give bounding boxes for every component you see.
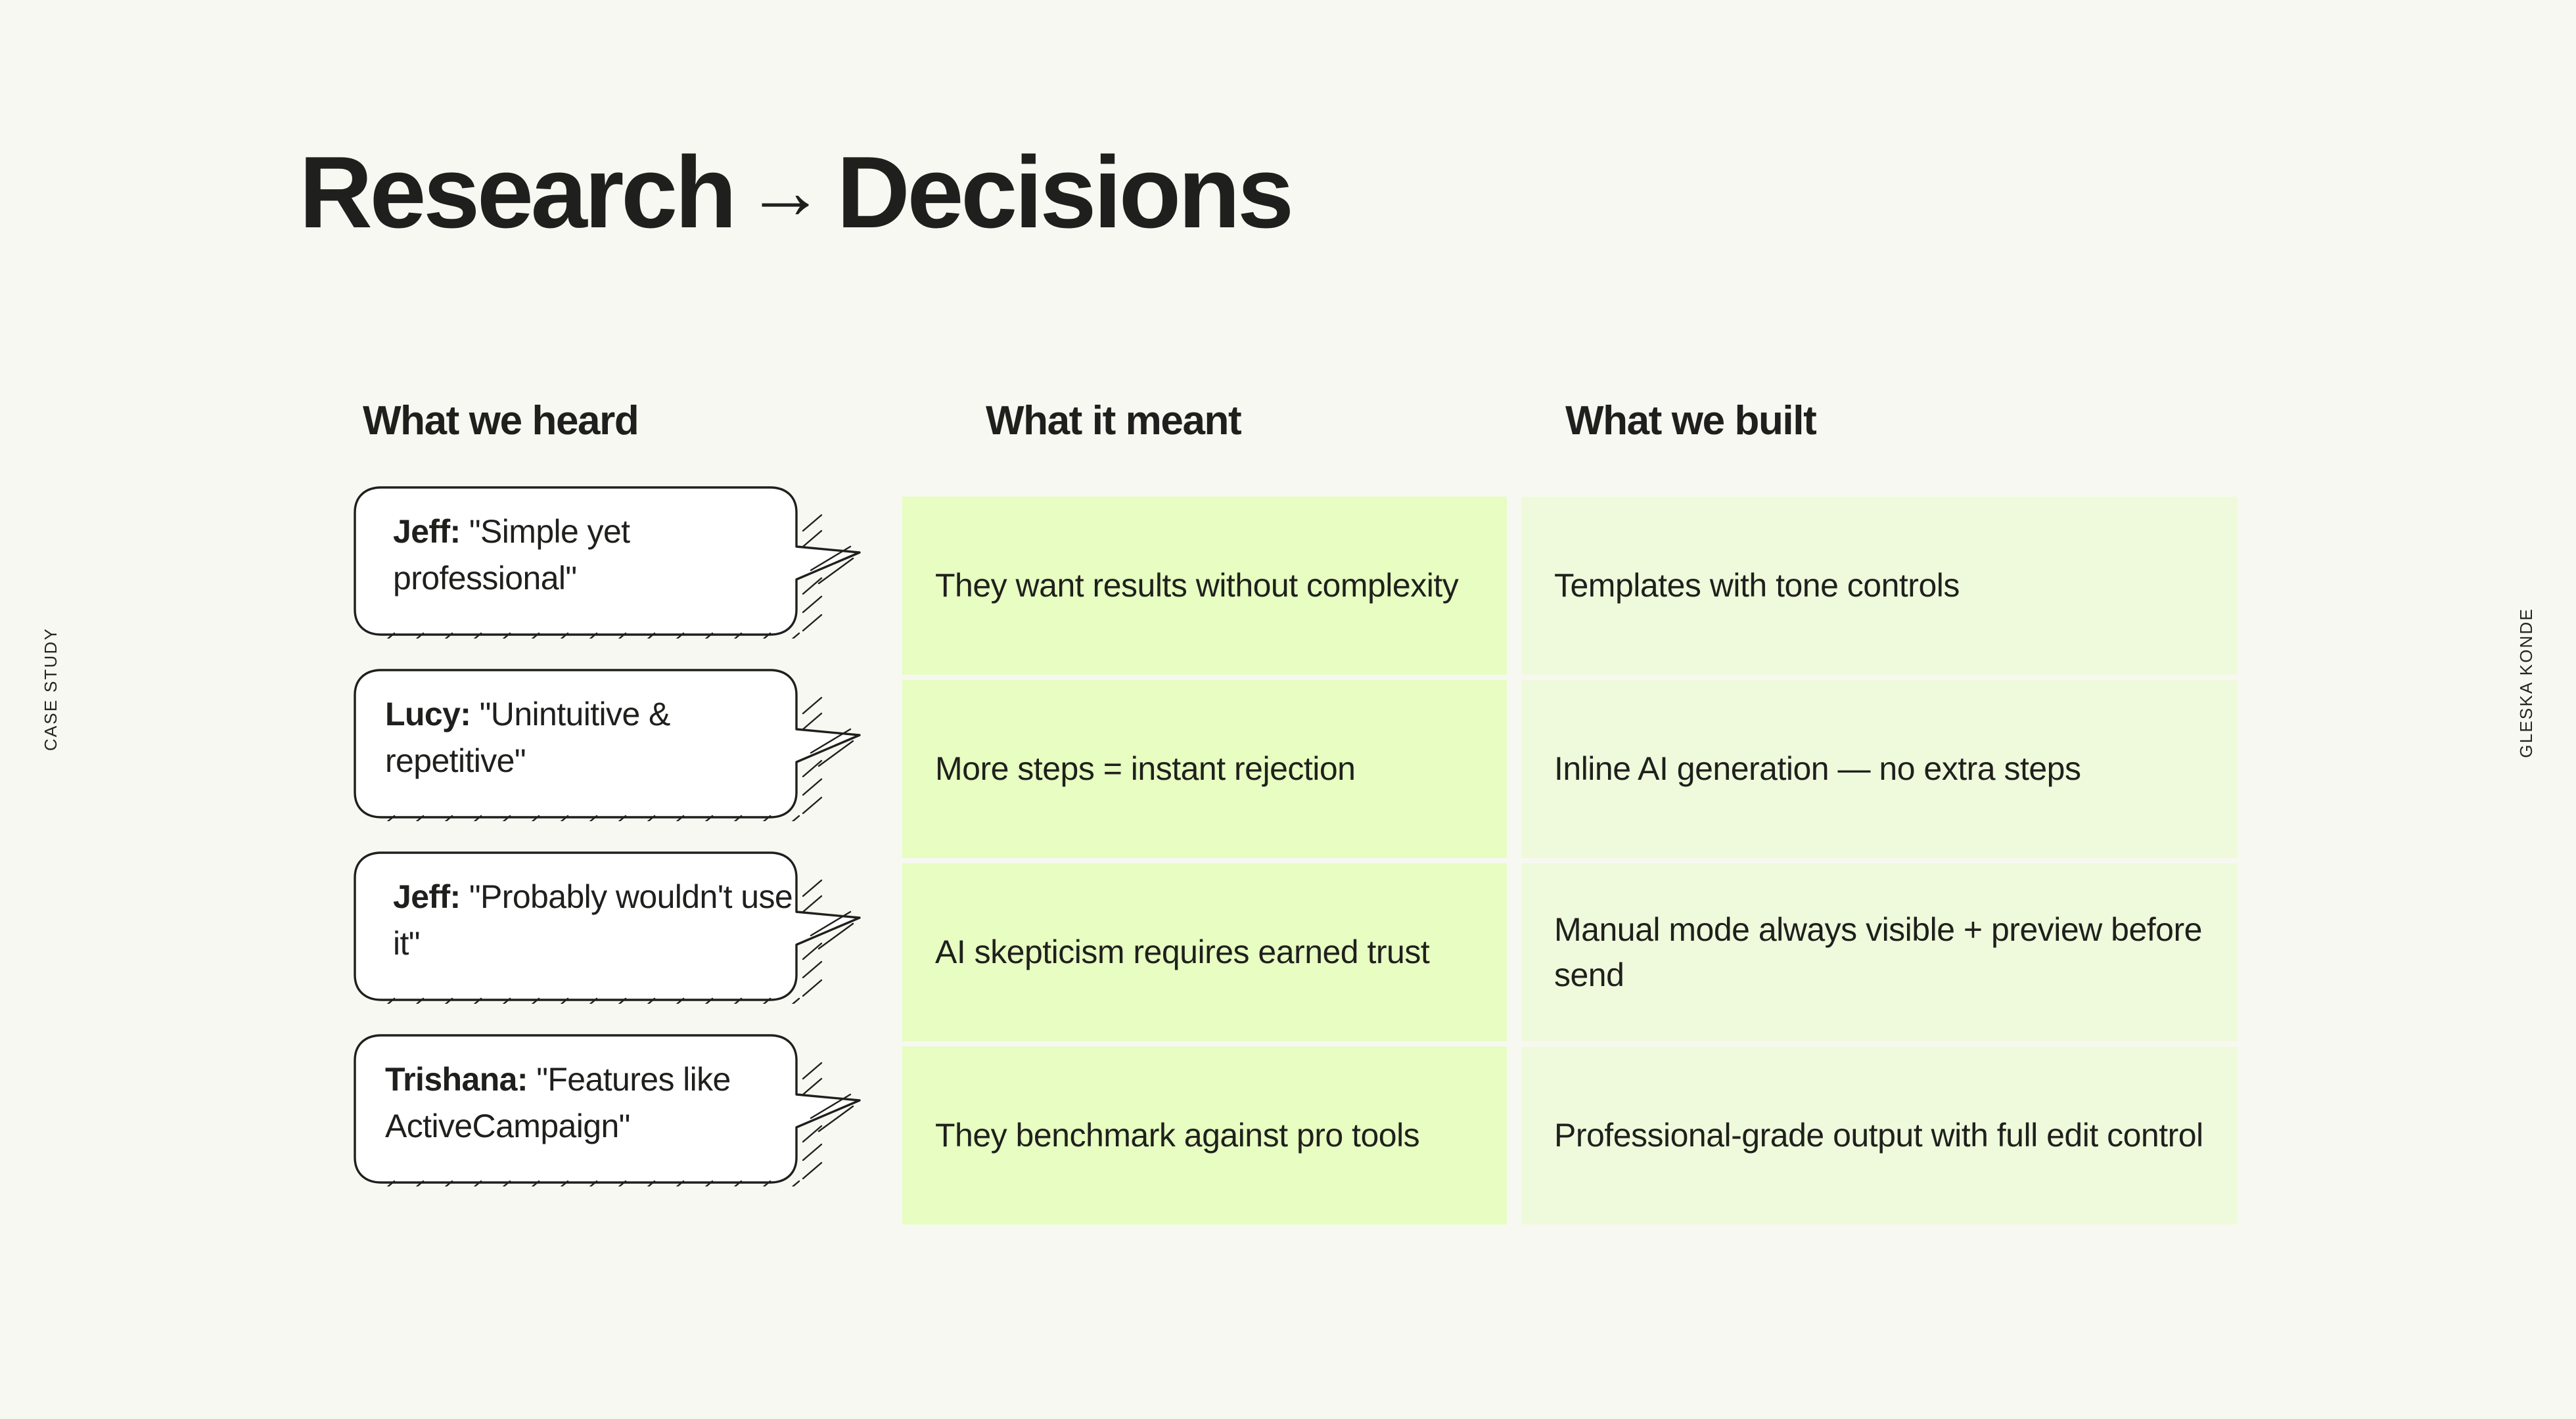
bubble-shape (351, 1031, 870, 1186)
quote-bubble: Trishana: "Features like ActiveCampaign" (351, 1031, 870, 1186)
built-text: Professional-grade output with full edit… (1554, 1117, 2203, 1154)
meant-text: They want results without complexity (935, 567, 1459, 604)
quote-body: "Unintuitive & repetitive" (385, 696, 670, 779)
quote-text: Lucy: "Unintuitive & repetitive" (385, 691, 786, 784)
quote-text: Jeff: "Probably wouldn't use it" (393, 874, 794, 967)
built-cell: Manual mode always visible + preview bef… (1521, 863, 2238, 1041)
column-header-built: What we built (1565, 398, 1817, 443)
meant-text: More steps = instant rejection (935, 750, 1356, 787)
page-title-after: Decisions (836, 135, 1294, 249)
column-header-heard: What we heard (363, 398, 639, 443)
quote-bubble: Lucy: "Unintuitive & repetitive" (351, 666, 870, 821)
quote-bubble: Jeff: "Probably wouldn't use it" (351, 849, 870, 1004)
quote-speaker: Jeff: (393, 513, 461, 550)
arrow-right-icon: → (745, 147, 825, 235)
quote-bubble: Jeff: "Simple yet professional" (351, 484, 870, 639)
meant-text: AI skepticism requires earned trust (935, 934, 1430, 970)
meant-cell: AI skepticism requires earned trust (902, 863, 1507, 1041)
quote-speaker: Lucy: (385, 696, 471, 732)
built-text: Inline AI generation — no extra steps (1554, 750, 2081, 787)
meant-cell: They benchmark against pro tools (902, 1047, 1507, 1225)
bubble-shape (351, 849, 870, 1004)
quote-text: Jeff: "Simple yet professional" (393, 508, 794, 602)
quote-body: "Features like ActiveCampaign" (385, 1061, 731, 1144)
page-title-before: Research (299, 135, 737, 249)
quote-body: "Probably wouldn't use it" (393, 878, 793, 962)
quote-bubble-list: Jeff: "Simple yet professional" (351, 484, 877, 1214)
page-title: Research→Decisions (299, 141, 1294, 243)
built-text: Templates with tone controls (1554, 567, 1960, 604)
meant-cell: More steps = instant rejection (902, 680, 1507, 858)
quote-body: "Simple yet professional" (393, 513, 630, 597)
quote-text: Trishana: "Features like ActiveCampaign" (385, 1056, 786, 1150)
built-cell: Inline AI generation — no extra steps (1521, 680, 2238, 858)
built-cell: Templates with tone controls (1521, 497, 2238, 675)
meant-cell: They want results without complexity (902, 497, 1507, 675)
quote-speaker: Trishana: (385, 1061, 528, 1098)
built-text: Manual mode always visible + preview bef… (1554, 911, 2202, 993)
column-header-meant: What it meant (986, 398, 1242, 443)
bubble-shape (351, 666, 870, 821)
quote-speaker: Jeff: (393, 878, 461, 915)
bubble-shape (351, 484, 870, 639)
meant-text: They benchmark against pro tools (935, 1117, 1420, 1154)
insight-grid: They want results without complexity Tem… (902, 497, 2238, 1225)
built-cell: Professional-grade output with full edit… (1521, 1047, 2238, 1225)
